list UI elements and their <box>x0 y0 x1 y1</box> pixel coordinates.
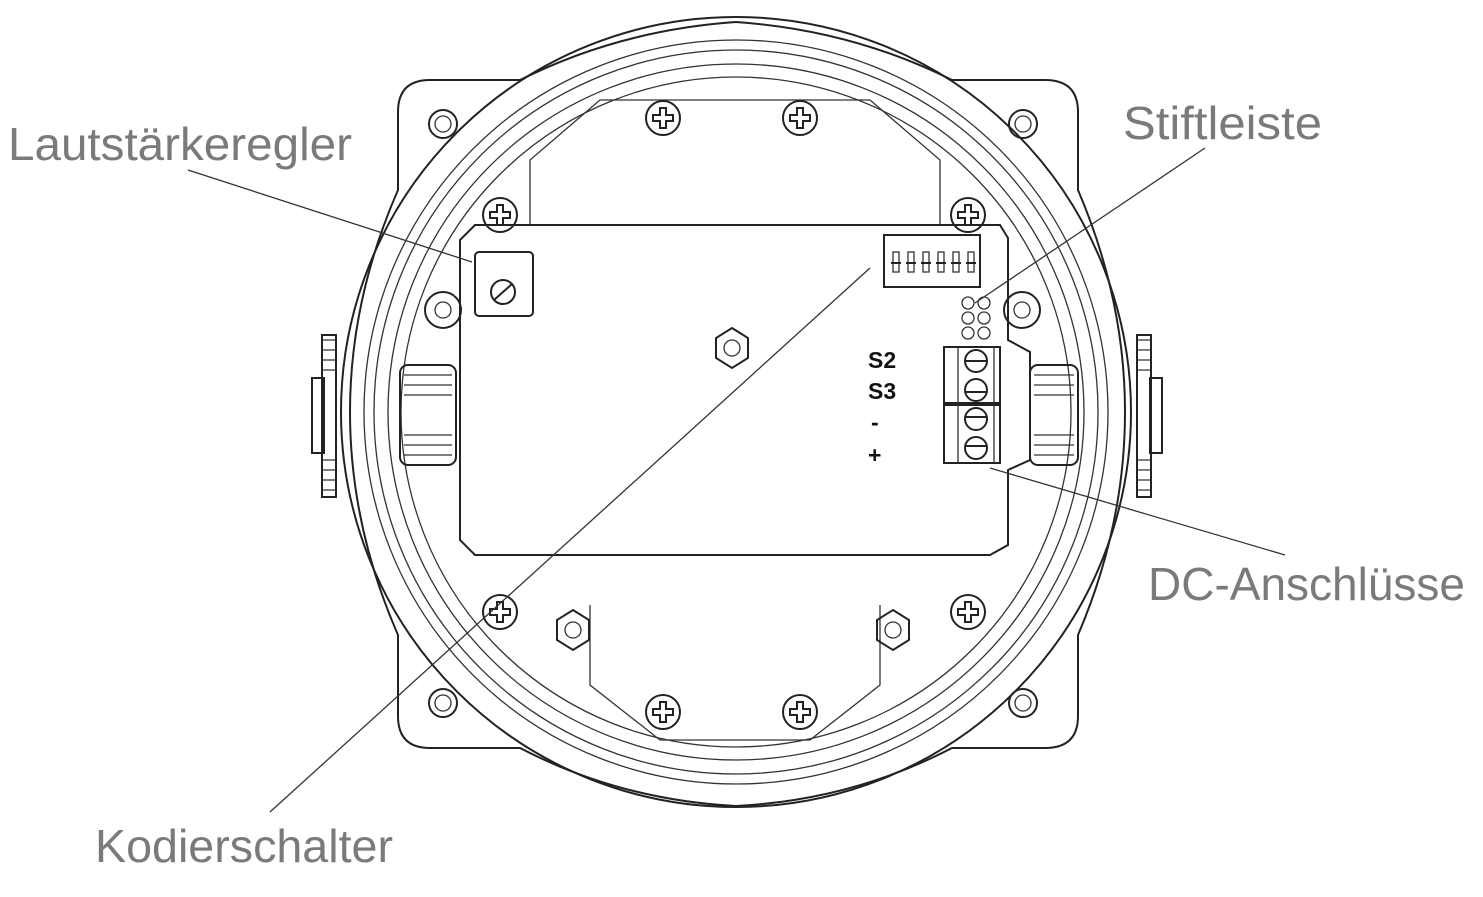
circuit-board <box>459 224 1031 556</box>
label-dc-connections: DC-Anschlüsse <box>1148 558 1465 610</box>
pin-header <box>961 296 991 340</box>
terminal-label-plus: + <box>868 442 881 468</box>
housing-flange <box>348 20 1127 808</box>
terminal-label-s2: S2 <box>868 347 896 373</box>
leader-line-dc <box>989 467 1286 556</box>
dip-switch-lever <box>951 251 961 273</box>
screw-icon <box>950 594 986 630</box>
screw-icon <box>482 594 518 630</box>
screw-icon <box>950 197 986 233</box>
dip-switch-lever <box>966 251 976 273</box>
label-pin-header: Stiftleiste <box>1123 97 1322 149</box>
dip-switch-lever <box>936 251 946 273</box>
cable-gland-left <box>311 334 457 498</box>
screw-icon <box>482 197 518 233</box>
dip-switch-lever <box>921 251 931 273</box>
label-volume-control: Lautstärkeregler <box>8 118 352 170</box>
leader-line-pin-header <box>974 147 1206 304</box>
nuts <box>556 326 910 652</box>
dip-switch-lever <box>906 251 916 273</box>
inner-frame <box>529 99 941 741</box>
volume-potentiometer <box>474 251 534 317</box>
mounting-holes <box>424 109 1041 718</box>
leader-line-coding <box>269 267 871 813</box>
screw-icon <box>782 100 818 136</box>
screws <box>482 100 986 730</box>
cable-gland-right <box>1029 334 1163 498</box>
coding-dip-switch <box>883 234 981 288</box>
terminal-blocks <box>943 346 1001 464</box>
label-coding-switch: Kodierschalter <box>95 820 393 872</box>
screw-icon <box>782 694 818 730</box>
screw-icon <box>645 694 681 730</box>
screw-icon <box>645 100 681 136</box>
dip-switch-lever <box>891 251 901 273</box>
terminal-label-s3: S3 <box>868 378 896 404</box>
terminal-label-minus: - <box>871 409 879 435</box>
leader-line-volume <box>187 169 473 263</box>
